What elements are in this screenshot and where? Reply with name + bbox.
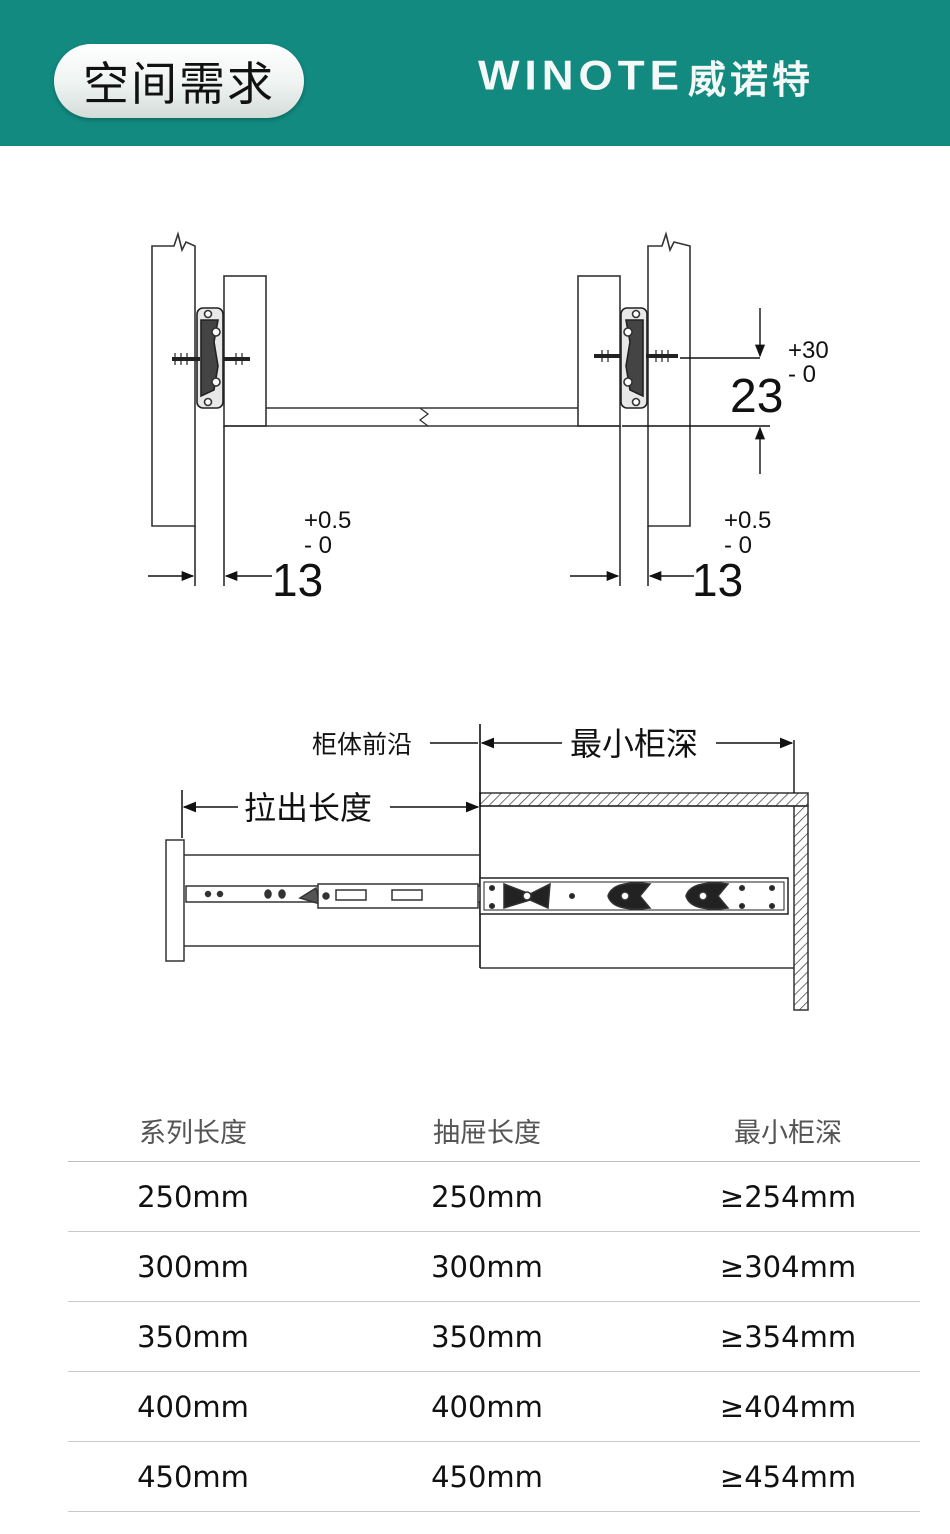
- right-dim-value: 13: [692, 554, 743, 606]
- table-row: 350mm 350mm ≥354mm: [68, 1302, 920, 1372]
- cell-min-depth: ≥454mm: [719, 1459, 857, 1494]
- cell-series-length: 350mm: [137, 1319, 249, 1354]
- cell-series-length: 400mm: [137, 1389, 249, 1424]
- drawer-front-panel: [165, 839, 185, 962]
- cell-drawer-length: 450mm: [431, 1459, 543, 1494]
- right-horizontal-dimension: [570, 426, 694, 586]
- vertical-dim-lower-tol: - 0: [788, 361, 816, 388]
- right-dim-lower-tol: - 0: [724, 532, 752, 559]
- vertical-dim-value: 23: [730, 370, 783, 423]
- left-horizontal-dimension: [148, 426, 272, 586]
- table-row: 250mm 250mm ≥254mm: [68, 1162, 920, 1232]
- vertical-dimension-lines: [622, 308, 770, 474]
- brand-name-chinese: 威诺特: [687, 57, 814, 102]
- table-row: 300mm 300mm ≥304mm: [68, 1232, 920, 1302]
- cell-drawer-length: 350mm: [431, 1319, 543, 1354]
- right-cabinet-wall: [647, 231, 691, 527]
- left-dim-upper-tol: +0.5: [304, 507, 351, 534]
- drawer-bottom-panel: [224, 407, 620, 427]
- table-header-row: 系列长度 抽屉长度 最小柜深: [68, 1100, 920, 1162]
- brand-logo: WINOTE 威诺特: [478, 46, 918, 106]
- cell-min-depth: ≥404mm: [719, 1389, 857, 1424]
- cell-series-length: 300mm: [137, 1249, 249, 1284]
- right-slide-rail: [594, 307, 678, 409]
- left-cabinet-wall: [151, 231, 196, 527]
- extended-inner-rail: [185, 883, 487, 909]
- cell-min-depth: ≥354mm: [719, 1319, 857, 1354]
- cell-drawer-length: 300mm: [431, 1249, 543, 1284]
- right-dim-upper-tol: +0.5: [724, 507, 771, 534]
- header-series-length: 系列长度: [139, 1118, 247, 1149]
- cabinet-back-panel: [793, 805, 809, 1011]
- cabinet-top-panel: [479, 792, 809, 807]
- cell-drawer-length: 250mm: [431, 1179, 543, 1214]
- min-depth-label: 最小柜深: [570, 725, 698, 763]
- pull-length-label: 拉出长度: [244, 789, 372, 827]
- header-min-depth: 最小柜深: [734, 1118, 842, 1149]
- cell-series-length: 450mm: [137, 1459, 249, 1494]
- page-title: 空间需求: [54, 44, 304, 118]
- spec-table: 系列长度 抽屉长度 最小柜深 250mm 250mm ≥254mm 300mm …: [68, 1100, 920, 1512]
- side-view-diagram: 柜体前沿 最小柜深 拉出长度: [165, 724, 809, 1011]
- header-banner: 空间需求 WINOTE 威诺特: [0, 0, 950, 146]
- outer-cabinet-rail: [479, 877, 789, 915]
- cabinet-front-label: 柜体前沿: [312, 730, 412, 759]
- table-row: 400mm 400mm ≥404mm: [68, 1372, 920, 1442]
- header-drawer-length: 抽屉长度: [433, 1118, 541, 1149]
- cell-drawer-length: 400mm: [431, 1389, 543, 1424]
- vertical-dim-upper-tol: +30: [788, 337, 829, 364]
- cell-min-depth: ≥304mm: [719, 1249, 857, 1284]
- right-drawer-side: [577, 275, 621, 427]
- cell-min-depth: ≥254mm: [719, 1179, 857, 1214]
- left-dim-value: 13: [272, 554, 323, 606]
- table-row: 450mm 450mm ≥454mm: [68, 1442, 920, 1512]
- front-view-diagram: 23 +30 - 0 13 +0.5 - 0 13 +0.5 - 0: [148, 231, 829, 606]
- left-drawer-side: [223, 275, 267, 427]
- cell-series-length: 250mm: [137, 1179, 249, 1214]
- brand-name-latin: WINOTE: [478, 52, 684, 99]
- left-slide-rail: [172, 307, 250, 409]
- left-dim-lower-tol: - 0: [304, 532, 332, 559]
